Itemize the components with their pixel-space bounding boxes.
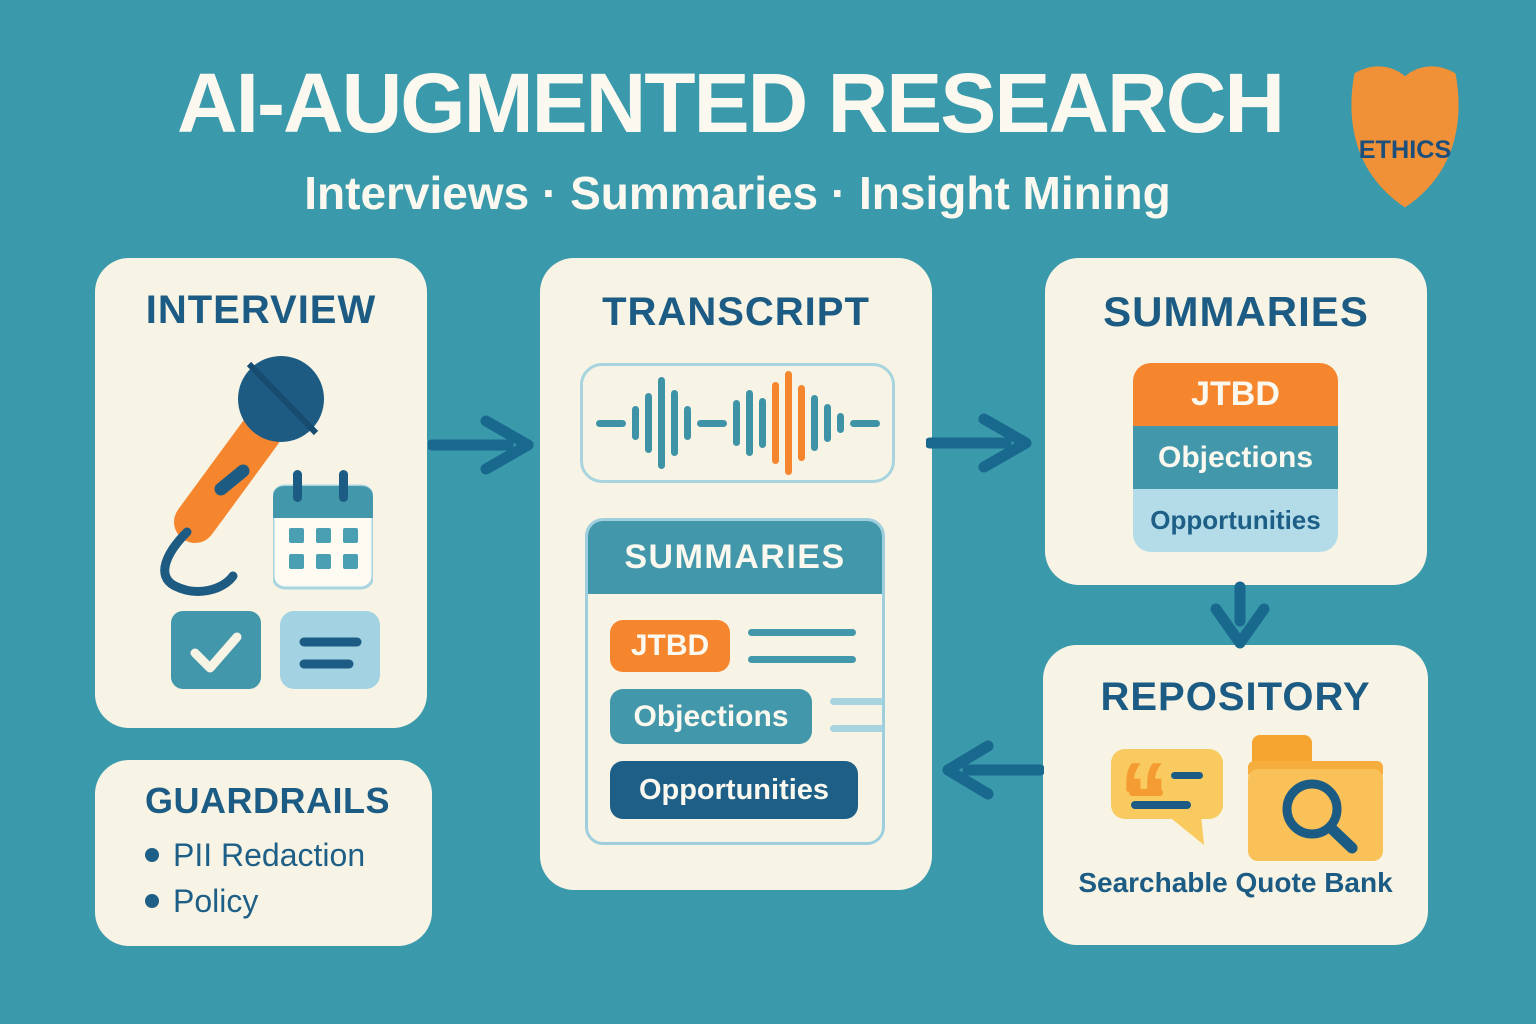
objections-text-lines xyxy=(830,698,882,732)
waveform-bar xyxy=(745,390,753,456)
transcript-card-title: TRANSCRIPT xyxy=(602,290,870,334)
search-folder-icon xyxy=(1248,735,1383,861)
summaries-panel-header: SUMMARIES xyxy=(588,521,882,594)
stack-row-opportunities: Opportunities xyxy=(1133,489,1338,552)
waveform-bar xyxy=(771,382,779,464)
quote-bubble-icon: “ xyxy=(1111,742,1223,854)
notes-icon xyxy=(280,611,380,689)
arrow-repository-to-transcript xyxy=(942,740,1044,800)
stack-row-jtbd: JTBD xyxy=(1133,363,1338,426)
calendar-icon xyxy=(273,470,373,590)
waveform-bar xyxy=(657,377,665,469)
guardrails-item-label: Policy xyxy=(173,883,259,919)
summaries-card-title: SUMMARIES xyxy=(1103,288,1369,335)
interview-card-title: INTERVIEW xyxy=(145,288,377,332)
waveform-bar xyxy=(797,385,805,461)
waveform-bar xyxy=(732,400,740,446)
page-subtitle: Interviews · Summaries · Insight Mining xyxy=(304,167,1171,219)
transcript-card: TRANSCRIPT SUMMARIES JTBD Objections xyxy=(540,258,932,890)
summaries-panel-body: JTBD Objections Opportunities xyxy=(588,594,882,819)
arrow-summaries-to-repository xyxy=(1210,581,1270,649)
checkbox-icon xyxy=(171,611,261,689)
waveform-bar xyxy=(810,395,818,451)
svg-text:“: “ xyxy=(1119,742,1169,854)
bullet-dot xyxy=(145,848,159,862)
jtbd-text-lines xyxy=(748,629,856,663)
guardrails-card-title: GUARDRAILS xyxy=(145,780,390,821)
waveform-bar xyxy=(644,393,652,453)
stack-row-objections: Objections xyxy=(1133,426,1338,489)
repository-card: REPOSITORY “ Searchable Quote Bank xyxy=(1043,645,1428,945)
microphone-icon xyxy=(160,356,324,596)
opportunities-pill: Opportunities xyxy=(610,761,858,819)
summary-item-objections: Objections xyxy=(610,689,882,744)
guardrails-item-pii: PII Redaction xyxy=(145,832,432,878)
guardrails-list: PII Redaction Policy xyxy=(145,832,432,924)
repository-card-title: REPOSITORY xyxy=(1100,675,1371,719)
waveform-bar xyxy=(670,390,678,456)
waveform-bar xyxy=(595,419,626,427)
waveform-bar xyxy=(784,371,792,475)
text-line xyxy=(830,725,882,732)
waveform-bar xyxy=(758,398,766,448)
transcript-summaries-panel: SUMMARIES JTBD Objections Opportunities xyxy=(585,518,885,845)
text-line xyxy=(748,629,856,636)
waveform-bar xyxy=(849,419,880,427)
guardrails-card: GUARDRAILS PII Redaction Policy xyxy=(95,760,432,946)
jtbd-pill: JTBD xyxy=(610,620,730,672)
summary-item-opportunities: Opportunities xyxy=(610,761,860,819)
text-line xyxy=(748,656,856,663)
waveform-bar xyxy=(631,406,639,440)
interview-card: INTERVIEW xyxy=(95,258,427,728)
summaries-stack: JTBD Objections Opportunities xyxy=(1133,363,1338,552)
bullet-dot xyxy=(145,894,159,908)
text-line xyxy=(830,698,882,705)
guardrails-item-label: PII Redaction xyxy=(173,837,366,873)
waveform-bar xyxy=(683,406,691,440)
objections-pill: Objections xyxy=(610,689,812,744)
ethics-badge-label: ETHICS xyxy=(1359,136,1452,164)
arrow-interview-to-transcript xyxy=(428,415,534,475)
waveform-bar xyxy=(836,413,844,433)
repository-caption: Searchable Quote Bank xyxy=(1078,867,1393,898)
page-title: AI-AUGMENTED RESEARCH xyxy=(176,56,1285,150)
summary-item-jtbd: JTBD xyxy=(610,620,860,672)
waveform-bar xyxy=(696,419,727,427)
arrow-transcript-to-summaries xyxy=(926,413,1032,473)
summaries-card: SUMMARIES JTBD Objections Opportunities xyxy=(1045,258,1427,585)
audio-waveform-icon xyxy=(580,363,895,483)
ethics-shield-icon: ETHICS xyxy=(1351,66,1459,208)
guardrails-item-policy: Policy xyxy=(145,878,432,924)
waveform-bar xyxy=(823,404,831,442)
